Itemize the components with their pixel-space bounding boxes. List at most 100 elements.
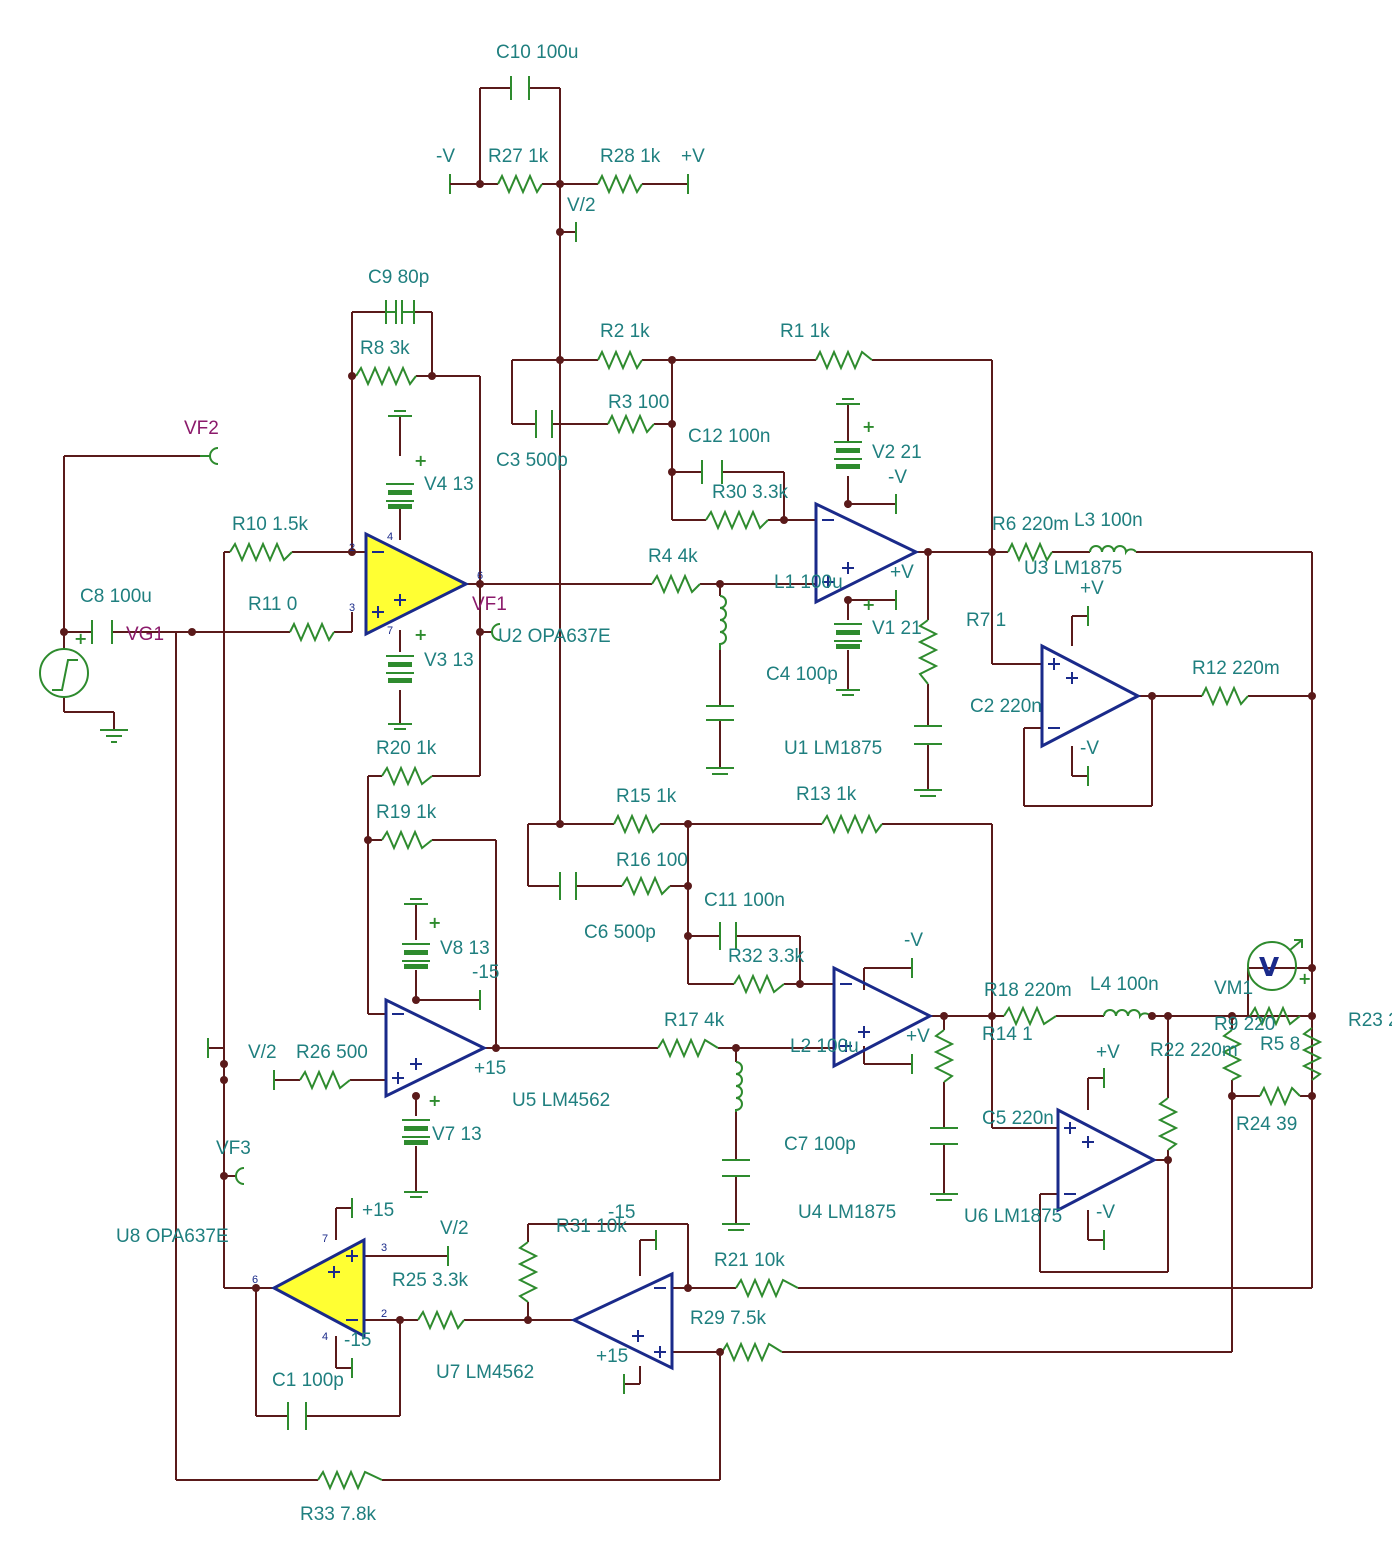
label-r10: R10 1.5k	[232, 514, 309, 535]
pin-number-pin-9: 4	[322, 1331, 328, 1343]
opamp-u5	[384, 997, 488, 1099]
label-r5: R5 8	[1260, 1034, 1300, 1055]
pin-number-pin-6: 3	[381, 1242, 387, 1254]
label-plus-v-top: +V	[681, 146, 705, 167]
label-r14: R14 1	[982, 1024, 1033, 1045]
label-r21: R21 10k	[714, 1250, 785, 1271]
label-v7: V7 13	[432, 1124, 482, 1145]
label-u7: U7 LM4562	[436, 1362, 534, 1383]
label-c3: C3 500p	[496, 450, 568, 471]
label-r23: R23 220	[1348, 1010, 1392, 1031]
opamp-u8	[270, 1237, 366, 1339]
label-r9: R9 220	[1214, 1014, 1275, 1035]
label-r28: R28 1k	[600, 146, 661, 167]
label-r18: R18 220m	[984, 980, 1072, 1001]
probe-terminals	[200, 447, 501, 1185]
label-r33: R33 7.8k	[300, 1504, 377, 1525]
label-r8: R8 3k	[360, 338, 410, 359]
label-minus-15-u5: -15	[472, 962, 499, 983]
label-c2: C2 220n	[970, 696, 1042, 717]
probe-vf2: VF2	[184, 418, 219, 439]
label-u8: U8 OPA637E	[116, 1226, 229, 1247]
label-plus-15-u5: +15	[474, 1058, 506, 1079]
svg-text:+: +	[74, 629, 87, 648]
pin-number-pin-5: 7	[322, 1233, 328, 1245]
label-r30: R30 3.3k	[712, 482, 789, 503]
svg-text:+: +	[862, 595, 875, 614]
svg-text:+: +	[414, 625, 427, 644]
label-c7: C7 100p	[784, 1134, 856, 1155]
pin-number-pin-3: 3	[349, 602, 355, 614]
label-c8: C8 100u	[80, 586, 152, 607]
label-r1: R1 1k	[780, 321, 830, 342]
label-r16: R16 100	[616, 850, 688, 871]
label-v-half-u8: V/2	[440, 1218, 469, 1239]
label-r25: R25 3.3k	[392, 1270, 469, 1291]
label-r22: R22 220m	[1150, 1040, 1238, 1061]
voltmeter-vm1: V +	[1247, 939, 1311, 991]
label-r19: R19 1k	[376, 802, 437, 823]
label-r11: R11 0	[248, 594, 297, 615]
batteries: + + + + + +	[386, 417, 875, 1145]
label-c4: C4 100p	[766, 664, 838, 685]
grounds	[100, 398, 1105, 1394]
probe-vf1: VF1	[472, 594, 507, 615]
label-v2: V2 21	[872, 442, 922, 463]
opamp-u4	[832, 965, 934, 1069]
label-vf3: VF3	[216, 1138, 251, 1159]
u3-section	[992, 615, 1312, 807]
label-r27: R27 1k	[488, 146, 549, 167]
label-plus-v-u6: +V	[1096, 1042, 1120, 1063]
label-r15: R15 1k	[616, 786, 677, 807]
label-plus-v-u3: +V	[1080, 578, 1104, 599]
label-plus-15-u7: +15	[596, 1346, 628, 1367]
label-c5: C5 220n	[982, 1108, 1054, 1129]
svg-text:+: +	[428, 913, 441, 932]
resistors	[229, 173, 1323, 1491]
label-r29: R29 7.5k	[690, 1308, 767, 1329]
label-l4: L4 100n	[1090, 974, 1159, 995]
label-c6: C6 500p	[584, 922, 656, 943]
label-minus-15-u8: -15	[344, 1330, 371, 1351]
svg-text:+: +	[414, 451, 427, 470]
label-c12: C12 100n	[688, 426, 770, 447]
label-r6: R6 220m	[992, 514, 1069, 535]
label-r26: R26 500	[296, 1042, 368, 1063]
label-c9: C9 80p	[368, 267, 429, 288]
label-r3: R3 100	[608, 392, 669, 413]
label-r20: R20 1k	[376, 738, 437, 759]
label-l1: L1 100u	[774, 572, 843, 593]
label-minus-v-u4: -V	[904, 930, 923, 951]
label-v8: V8 13	[440, 938, 490, 959]
svg-text:+: +	[428, 1091, 441, 1110]
label-u1: U1 LM1875	[784, 738, 882, 759]
label-minus-v-u6: -V	[1096, 1202, 1115, 1223]
label-v3: V3 13	[424, 650, 474, 671]
label-l2: L2 100u	[790, 1036, 859, 1057]
label-plus-v-u4: +V	[906, 1026, 930, 1047]
label-r13: R13 1k	[796, 784, 857, 805]
input-section	[63, 455, 721, 1481]
label-plus-15-u8: +15	[362, 1200, 394, 1221]
opamp-u3	[1040, 643, 1142, 749]
label-c11: C11 100n	[704, 890, 785, 911]
label-l3: L3 100n	[1074, 510, 1143, 531]
pin-number-pin-0: 2	[349, 542, 355, 554]
opamp-u2	[364, 531, 470, 637]
label-r32: R32 3.3k	[728, 946, 805, 967]
label-u3: U3 LM1875	[1024, 558, 1122, 579]
label-c10: C10 100u	[496, 42, 578, 63]
label-v-half-top: V/2	[567, 195, 596, 216]
u2-section	[351, 311, 652, 1014]
pin-number-pin-1: 4	[387, 531, 393, 543]
label-r31: R31 10k	[556, 1216, 627, 1237]
inductors	[719, 545, 1151, 1112]
pin-number-pin-8: 2	[381, 1308, 387, 1320]
label-r4: R4 4k	[648, 546, 698, 567]
label-vm1: VM1	[1214, 978, 1253, 999]
label-plus-v-u1: +V	[890, 562, 914, 583]
opamp-u7	[570, 1271, 674, 1371]
